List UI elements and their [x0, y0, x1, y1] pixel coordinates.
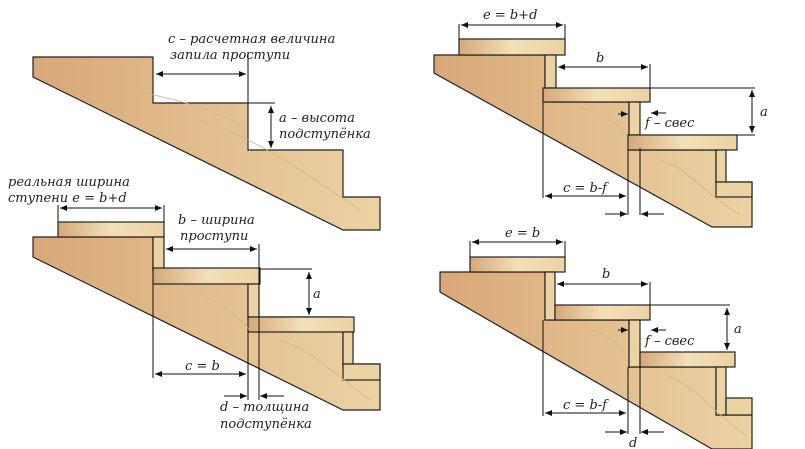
- label-a: a: [734, 322, 742, 337]
- label-c: c = b-f: [563, 398, 609, 413]
- tread-4: [342, 363, 381, 381]
- riser-3: [342, 331, 354, 365]
- diagram-bottom-left: реальная ширина ступени e = b+d b – шири…: [8, 175, 381, 432]
- label-a-line1: a – высота: [279, 111, 355, 126]
- tread-1: [458, 38, 566, 56]
- label-f: f – свес: [644, 116, 695, 131]
- label-e-line1: реальная ширина: [8, 175, 130, 190]
- label-d-line1: d – толщина: [220, 400, 309, 415]
- label-a: a: [760, 105, 768, 120]
- label-e: e = b+d: [483, 8, 537, 23]
- riser-1: [152, 236, 165, 271]
- diagram-top-left: c – расчетная величина запила проступи a…: [32, 32, 381, 231]
- label-c: c = b-f: [563, 181, 609, 196]
- label-c-line1: c – расчетная величина: [168, 32, 335, 47]
- riser-3: [715, 149, 727, 183]
- tread-3: [627, 134, 738, 151]
- tread-3: [639, 351, 736, 368]
- label-a-line2: подступёнка: [279, 127, 371, 142]
- label-f: f – свес: [644, 334, 695, 349]
- riser-3: [715, 366, 727, 416]
- label-b: b: [602, 267, 610, 282]
- label-b-line1: b – ширина: [178, 213, 255, 228]
- tread-2: [152, 267, 261, 285]
- tread-1: [57, 221, 165, 238]
- tread-3: [247, 316, 355, 333]
- diagram-bottom-right: e = b b a f – свес c = b-f d: [439, 226, 753, 449]
- label-d-line2: подступёнка: [220, 417, 312, 432]
- riser-1: [544, 54, 557, 89]
- riser-2: [247, 283, 260, 318]
- label-c-line2: запила проступи: [170, 48, 290, 63]
- label-b-line2: проступи: [180, 229, 248, 244]
- label-e: e = b: [505, 226, 540, 241]
- label-b: b: [596, 51, 604, 66]
- label-c: c = b: [185, 359, 220, 374]
- label-a: a: [313, 287, 321, 302]
- tread-2: [554, 304, 651, 321]
- riser-1: [544, 271, 556, 321]
- tread-4: [725, 397, 753, 416]
- riser-2: [628, 101, 641, 136]
- diagram-top-right: e = b+d b a f – свес c = b-f: [433, 8, 768, 228]
- tread-4: [715, 181, 753, 198]
- label-d: d: [629, 436, 637, 449]
- riser-2: [628, 319, 641, 368]
- stringer: [32, 56, 381, 231]
- tread-1: [469, 256, 566, 273]
- tread-2: [542, 87, 651, 103]
- label-e-line2: ступени e = b+d: [8, 191, 127, 206]
